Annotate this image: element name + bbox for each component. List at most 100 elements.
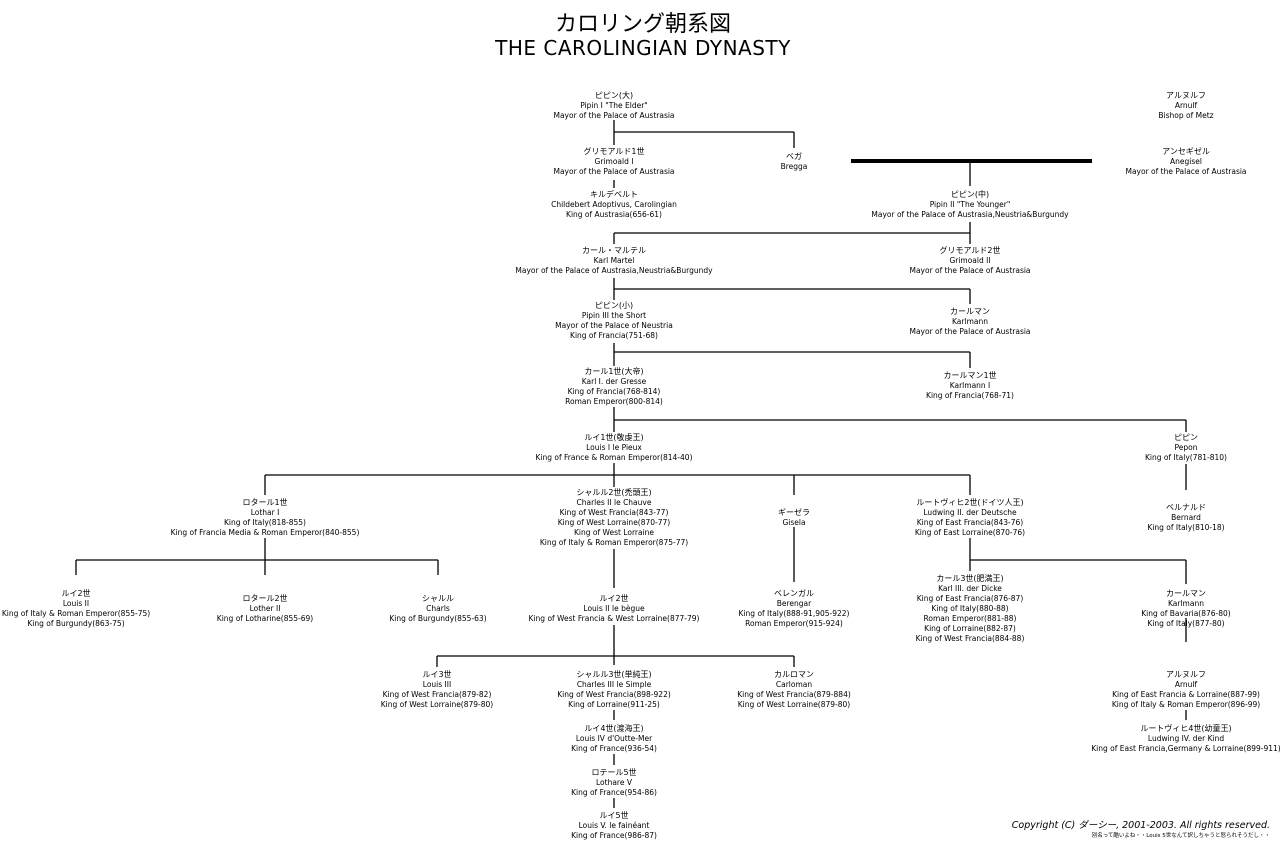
- person-name-jp: ルートヴィヒ4世(幼童王): [1140, 724, 1232, 733]
- person-name: Karl Martel: [593, 256, 635, 265]
- person-louis-5: ルイ5世 Louis V. le fainéant King of France…: [571, 811, 657, 841]
- person-name: Louis III: [422, 680, 452, 689]
- person-name: Lothare V: [596, 778, 632, 787]
- person-name: Karl III. der Dicke: [938, 584, 1002, 593]
- person-title: King of Burgundy(855-63): [389, 614, 487, 623]
- person-name-jp: アルヌルフ: [1166, 91, 1206, 100]
- person-louis-2-begue: ルイ2世 Louis II le bègue King of West Fran…: [529, 594, 700, 624]
- person-name: Arnulf: [1174, 101, 1198, 110]
- person-title: King of West Francia(898-922): [557, 690, 671, 699]
- person-title: King of Italy(818-855): [224, 518, 306, 527]
- person-name: Arnulf: [1174, 680, 1198, 689]
- person-title: King of East Francia,Germany & Lorraine(…: [1091, 744, 1281, 753]
- person-name-jp: アルヌルフ: [1166, 670, 1206, 679]
- person-title: King of East Francia(876-87): [916, 594, 1024, 603]
- person-name: Ludwing II. der Deutsche: [923, 508, 1017, 517]
- person-name-jp: カール・マルテル: [581, 246, 646, 255]
- person-name: Carloman: [775, 680, 813, 689]
- person-title: Roman Emperor(881-88): [923, 614, 1017, 623]
- person-name-jp: ピピン(中): [950, 190, 990, 199]
- person-name: Pepon: [1174, 443, 1198, 452]
- person-name-jp: ルイ2世: [599, 594, 629, 603]
- person-name-jp: カルロマン: [774, 670, 814, 679]
- person-title: King of Burgundy(863-75): [27, 619, 125, 628]
- person-title: Mayor of the Palace of Austrasia: [1125, 167, 1247, 176]
- person-name: Karlmann: [1168, 599, 1204, 608]
- person-name: Anegisel: [1170, 157, 1202, 166]
- person-title: King of France & Roman Emperor(814-40): [535, 453, 693, 462]
- person-ludwig-4: ルートヴィヒ4世(幼童王) Ludwing IV. der Kind King …: [1091, 724, 1280, 754]
- person-title: King of Italy & Roman Emperor(896-99): [1111, 700, 1261, 709]
- person-name-jp: カールマン: [950, 307, 990, 316]
- person-louis-2-italy: ルイ2世 Louis II King of Italy & Roman Empe…: [2, 589, 150, 629]
- person-title: King of Italy(781-810): [1145, 453, 1227, 462]
- footnote: 別名って酷いよね・・Louis 5世なんて訳しちゃうと怒られそうだし・・: [1091, 833, 1270, 839]
- person-name-jp: ルイ1世(敬虔王): [584, 433, 644, 442]
- person-louis-3: ルイ3世 Louis III King of West Francia(879-…: [381, 670, 493, 710]
- person-berengar: ベレンガル Berengar King of Italy(888-91,905-…: [739, 589, 850, 629]
- person-name-jp: ルイ4世(渡海王): [584, 724, 644, 733]
- person-title: King of Francia Media & Roman Emperor(84…: [170, 528, 360, 537]
- person-name-jp: ピピン(小): [594, 301, 634, 310]
- person-title: King of Italy(888-91,905-922): [738, 609, 850, 618]
- person-title: King of Italy & Roman Emperor(875-77): [539, 538, 689, 547]
- person-lothaire-5: ロテール5世 Lothare V King of France(954-86): [571, 768, 657, 798]
- person-name: Louis II: [62, 599, 90, 608]
- person-title: King of Francia(751-68): [570, 331, 658, 340]
- person-name-jp: ルイ5世: [599, 811, 629, 820]
- person-louis-1: ルイ1世(敬虔王) Louis I le Pieux King of Franc…: [536, 433, 693, 463]
- person-name-jp: ロタール1世: [242, 498, 288, 507]
- person-title: King of West Lorraine(879-80): [380, 700, 494, 709]
- person-name-jp: ルイ2世: [61, 589, 91, 598]
- person-name-jp: グリモアルド1世: [583, 147, 645, 156]
- person-title: King of Italy(880-88): [931, 604, 1009, 613]
- person-name-jp: ルイ3世: [422, 670, 452, 679]
- person-name-jp: キルデベルト: [590, 190, 638, 199]
- person-name-jp: ピピン: [1173, 433, 1198, 442]
- person-name: Ludwing IV. der Kind: [1147, 734, 1225, 743]
- person-pipin-2: ピピン(中) Pipin II "The Younger" Mayor of t…: [871, 190, 1068, 220]
- person-name: Pipin I "The Elder": [580, 101, 648, 110]
- person-name: Charles II le Chauve: [576, 498, 652, 507]
- person-arnulf-king: アルヌルフ Arnulf King of East Francia & Lorr…: [1112, 670, 1260, 710]
- person-title: King of Italy(810-18): [1147, 523, 1225, 532]
- person-title: King of France(986-87): [571, 831, 657, 840]
- person-title: Bishop of Metz: [1158, 111, 1214, 120]
- person-arnulf-metz: アルヌルフ Arnulf Bishop of Metz: [1158, 91, 1213, 121]
- person-name-jp: ルートヴィヒ2世(ドイツ人王): [916, 498, 1024, 507]
- person-pipin-1: ピピン(大) Pipin I "The Elder" Mayor of the …: [553, 91, 674, 121]
- person-louis-4: ルイ4世(渡海王) Louis IV d'Outte-Mer King of F…: [571, 724, 657, 754]
- person-name-jp: ベレンガル: [773, 589, 814, 598]
- person-title: King of West Francia(884-88): [915, 634, 1025, 643]
- person-grimoald-1: グリモアルド1世 Grimoald I Mayor of the Palace …: [553, 147, 674, 177]
- person-name: Louis IV d'Outte-Mer: [575, 734, 653, 743]
- person-karl-3: カール3世(肥満王) Karl III. der Dicke King of E…: [916, 574, 1025, 644]
- person-grimoald-2: グリモアルド2世 Grimoald II Mayor of the Palace…: [909, 246, 1030, 276]
- person-name-jp: カール3世(肥満王): [936, 574, 1004, 583]
- person-title: King of East Francia(843-76): [916, 518, 1024, 527]
- person-title: King of France(936-54): [571, 744, 657, 753]
- person-name: Louis V. le fainéant: [578, 821, 650, 830]
- person-name-jp: アンセギゼル: [1162, 147, 1210, 156]
- person-title: King of West Lorraine(870-77): [557, 518, 671, 527]
- person-name: Grimoald II: [949, 256, 991, 265]
- person-name-jp: カールマン1世: [943, 371, 997, 380]
- person-title: King of Lorraine(882-87): [924, 624, 1016, 633]
- person-karlmann-1: カールマン1世 Karlmann I King of Francia(768-7…: [926, 371, 1014, 401]
- person-name-jp: ロタール2世: [242, 594, 288, 603]
- person-carloman: カルロマン Carloman King of West Francia(879-…: [737, 670, 851, 710]
- person-title: King of Italy(877-80): [1147, 619, 1225, 628]
- person-title: King of West Francia(879-884): [737, 690, 851, 699]
- person-name-jp: ベガ: [785, 152, 802, 161]
- person-title: Mayor of the Palace of Austrasia: [553, 111, 675, 120]
- person-name-jp: グリモアルド2世: [939, 246, 1001, 255]
- person-name-jp: シャルル3世(単純王): [576, 670, 652, 679]
- person-title: Mayor of the Palace of Austrasia: [909, 266, 1031, 275]
- person-gisela: ギーゼラ Gisela: [778, 508, 810, 528]
- person-name: Louis I le Pieux: [586, 443, 642, 452]
- person-title: Mayor of the Palace of Neustria: [555, 321, 673, 330]
- person-charles-3: シャルル3世(単純王) Charles III le Simple King o…: [557, 670, 671, 710]
- person-name: Pipin III the Short: [581, 311, 647, 320]
- person-title: King of France(954-86): [571, 788, 657, 797]
